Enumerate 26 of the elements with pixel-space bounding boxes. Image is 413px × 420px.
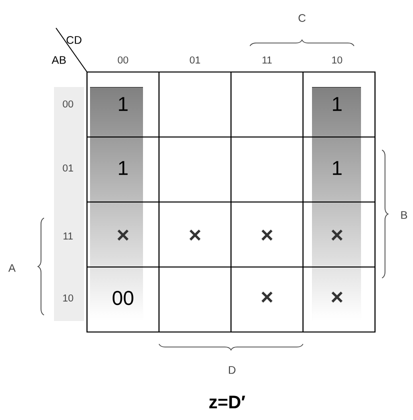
brace-label: B — [401, 211, 408, 219]
header-label: 11 — [262, 56, 272, 64]
brace-label: D — [228, 366, 236, 374]
axis-label: AB — [52, 56, 66, 64]
axis-label: CD — [66, 36, 82, 44]
cell-value: 1 — [332, 97, 342, 111]
header-label: 11 — [64, 232, 73, 240]
dont-care-mark: × — [332, 292, 342, 303]
header-label: 00 — [62, 100, 74, 108]
dont-care-mark: × — [262, 230, 272, 241]
header-label: 00 — [118, 56, 128, 64]
cell-value: 00 — [112, 290, 134, 306]
header-label: 01 — [190, 56, 200, 64]
header-label: 10 — [63, 294, 74, 302]
header-label: 10 — [332, 56, 342, 64]
header-label: 01 — [62, 164, 74, 172]
dont-care-mark: × — [332, 230, 342, 241]
dont-care-mark: × — [262, 292, 272, 303]
dont-care-mark: × — [190, 230, 200, 241]
cell-value: 1 — [118, 97, 128, 111]
cell-value: 1 — [118, 161, 128, 175]
cell-value: 1 — [332, 161, 342, 175]
caption: z=D′ — [209, 396, 246, 408]
brace-label: C — [298, 14, 306, 22]
brace-label: A — [8, 264, 16, 272]
dont-care-mark: × — [118, 230, 128, 241]
